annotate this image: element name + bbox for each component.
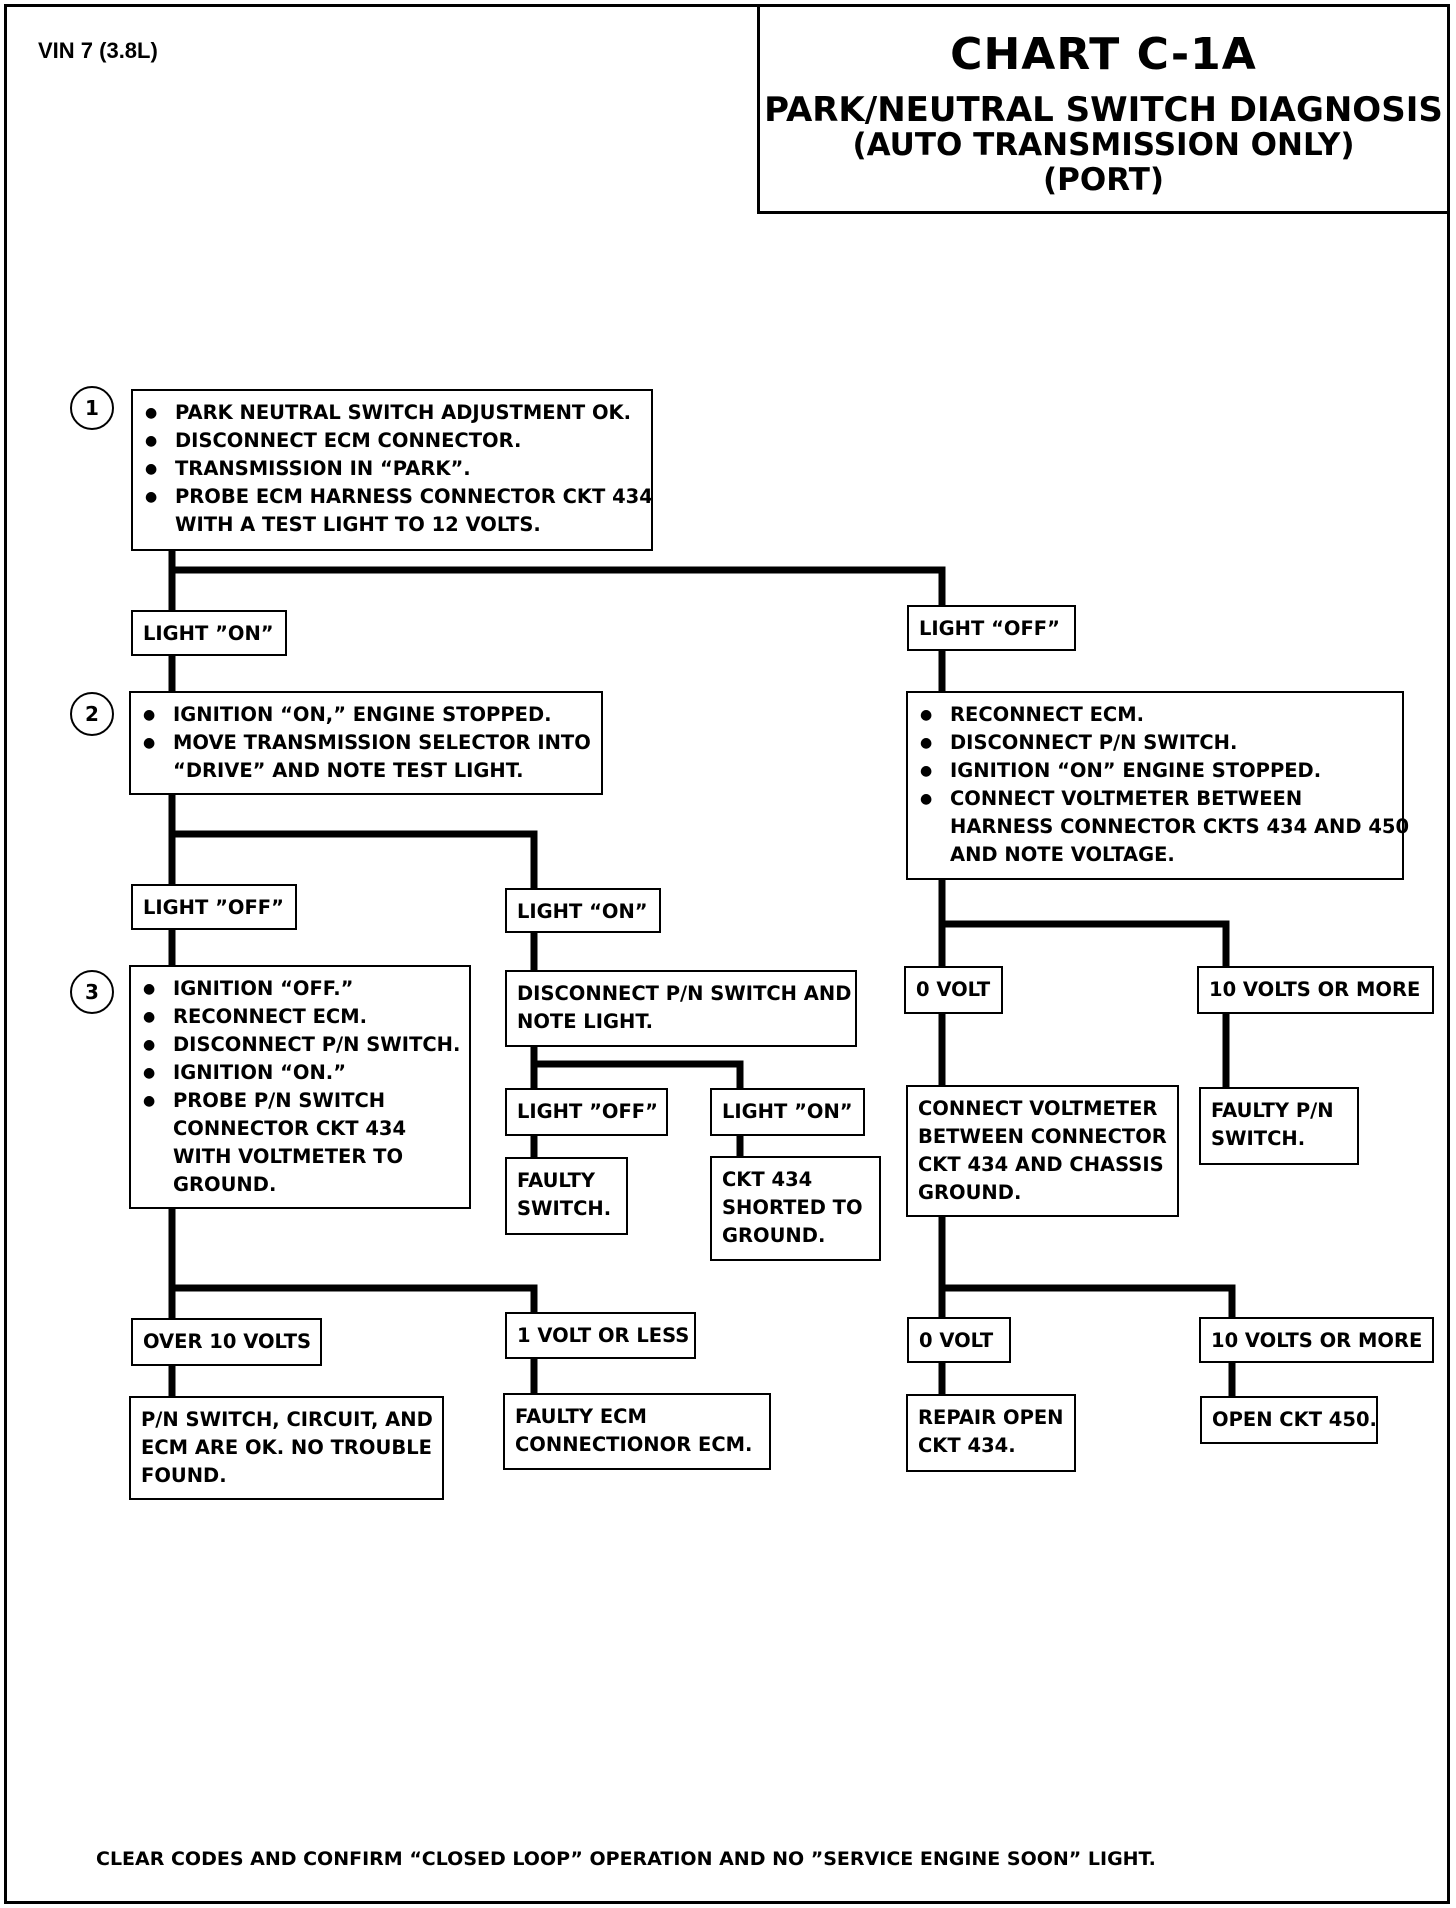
result-line: FAULTY P/N: [1211, 1099, 1334, 1122]
disconnect-pn-line: NOTE LIGHT.: [517, 1010, 654, 1033]
faulty-switch-result: FAULTY SWITCH.: [505, 1157, 628, 1235]
result-line: CONNECTIONOR ECM.: [515, 1433, 753, 1456]
result-line: SWITCH.: [1211, 1127, 1306, 1150]
result-line: GROUND.: [722, 1224, 826, 1247]
step-1-item: PARK NEUTRAL SWITCH ADJUSTMENT OK.: [143, 399, 641, 427]
light-off-label: LIGHT ”OFF”: [131, 884, 297, 930]
result-line: BETWEEN CONNECTOR: [918, 1125, 1167, 1148]
light-on-label: LIGHT ”ON”: [131, 610, 287, 656]
right-item-cont: HARNESS CONNECTOR CKTS 434 AND 450: [950, 815, 1410, 838]
right-item: DISCONNECT P/N SWITCH.: [918, 729, 1392, 757]
pn-ok-result: P/N SWITCH, CIRCUIT, AND ECM ARE OK. NO …: [129, 1396, 444, 1500]
page-frame: [4, 4, 1450, 1904]
right-item: IGNITION “ON” ENGINE STOPPED.: [918, 757, 1392, 785]
step-2-marker: 2: [70, 692, 114, 736]
faulty-ecm-result: FAULTY ECM CONNECTIONOR ECM.: [503, 1393, 771, 1470]
result-line: FAULTY ECM: [515, 1405, 647, 1428]
result-line: FAULTY: [517, 1169, 596, 1192]
chart-subtitle-3: (PORT): [1042, 162, 1165, 198]
faulty-pn-result: FAULTY P/N SWITCH.: [1199, 1087, 1359, 1165]
ten-volts-label: 10 VOLTS OR MORE: [1199, 1317, 1434, 1363]
step-2-item-cont: “DRIVE” AND NOTE TEST LIGHT.: [173, 759, 524, 782]
step-3-item: IGNITION “ON.”: [141, 1059, 459, 1087]
light-on-label: LIGHT “ON”: [505, 888, 661, 933]
result-line: SHORTED TO: [722, 1196, 863, 1219]
step-2-box: IGNITION “ON,” ENGINE STOPPED. MOVE TRAN…: [129, 691, 603, 795]
result-line: CKT 434: [722, 1168, 813, 1191]
result-line: SWITCH.: [517, 1197, 612, 1220]
light-off-label: LIGHT “OFF”: [907, 605, 1076, 651]
right-item-cont: AND NOTE VOLTAGE.: [950, 843, 1175, 866]
light-on-label: LIGHT ”ON”: [710, 1088, 865, 1136]
step-2-item: IGNITION “ON,” ENGINE STOPPED.: [141, 701, 591, 729]
right-check-box: RECONNECT ECM. DISCONNECT P/N SWITCH. IG…: [906, 691, 1410, 880]
chart-subtitle-2: (AUTO TRANSMISSION ONLY): [852, 127, 1355, 163]
result-line: OPEN CKT 450.: [1212, 1408, 1377, 1431]
one-volt-or-less-label: 1 VOLT OR LESS: [505, 1312, 696, 1359]
result-line: ECM ARE OK. NO TROUBLE: [141, 1436, 432, 1459]
step-1-item-cont: WITH A TEST LIGHT TO 12 VOLTS.: [175, 513, 541, 536]
right-item: RECONNECT ECM.: [918, 701, 1392, 729]
chart-title: CHART C-1A: [950, 29, 1257, 80]
result-line: CKT 434.: [918, 1434, 1016, 1457]
over-10-volts-label: OVER 10 VOLTS: [131, 1318, 322, 1366]
step-1-marker: 1: [70, 386, 114, 430]
step-3-item: IGNITION “OFF.”: [141, 975, 459, 1003]
disconnect-pn-box: DISCONNECT P/N SWITCH AND NOTE LIGHT.: [505, 970, 857, 1047]
right-item: CONNECT VOLTMETER BETWEEN: [918, 785, 1392, 813]
step-1-item: TRANSMISSION IN “PARK”.: [143, 455, 641, 483]
step-3-item-cont: GROUND.: [173, 1173, 277, 1196]
repair-open-result: REPAIR OPEN CKT 434.: [906, 1394, 1076, 1472]
light-off-label: LIGHT ”OFF”: [505, 1088, 668, 1136]
step-3-item: DISCONNECT P/N SWITCH.: [141, 1031, 460, 1059]
step-3-item-cont: WITH VOLTMETER TO: [173, 1145, 404, 1168]
result-line: GROUND.: [918, 1181, 1022, 1204]
disconnect-pn-line: DISCONNECT P/N SWITCH AND: [517, 982, 852, 1005]
step-1-item: DISCONNECT ECM CONNECTOR.: [143, 427, 641, 455]
step-3-marker: 3: [70, 970, 114, 1014]
step-3-item: RECONNECT ECM.: [141, 1003, 459, 1031]
title-block: CHART C-1A PARK/NEUTRAL SWITCH DIAGNOSIS…: [757, 4, 1450, 214]
result-line: CKT 434 AND CHASSIS: [918, 1153, 1164, 1176]
footer-note: CLEAR CODES AND CONFIRM “CLOSED LOOP” OP…: [96, 1848, 1156, 1870]
ckt434-shorted-result: CKT 434 SHORTED TO GROUND.: [710, 1156, 881, 1261]
step-1-box: PARK NEUTRAL SWITCH ADJUSTMENT OK. DISCO…: [131, 389, 653, 551]
result-line: REPAIR OPEN: [918, 1406, 1064, 1429]
result-line: FOUND.: [141, 1464, 227, 1487]
open-450-result: OPEN CKT 450.: [1200, 1396, 1378, 1444]
zero-volt-label: 0 VOLT: [904, 966, 1003, 1014]
vin-label: VIN 7 (3.8L): [38, 38, 158, 63]
step-3-item-cont: CONNECTOR CKT 434: [173, 1117, 407, 1140]
step-1-item: PROBE ECM HARNESS CONNECTOR CKT 434: [143, 483, 653, 511]
zero-volt-label: 0 VOLT: [907, 1317, 1011, 1363]
connect-voltmeter-box: CONNECT VOLTMETER BETWEEN CONNECTOR CKT …: [906, 1085, 1179, 1217]
chart-subtitle: PARK/NEUTRAL SWITCH DIAGNOSIS: [764, 90, 1443, 130]
result-line: P/N SWITCH, CIRCUIT, AND: [141, 1408, 433, 1431]
step-2-item: MOVE TRANSMISSION SELECTOR INTO: [141, 729, 591, 757]
step-3-item: PROBE P/N SWITCH: [141, 1087, 459, 1115]
result-line: CONNECT VOLTMETER: [918, 1097, 1158, 1120]
ten-volts-label: 10 VOLTS OR MORE: [1197, 966, 1434, 1014]
step-3-box: IGNITION “OFF.” RECONNECT ECM. DISCONNEC…: [129, 965, 471, 1209]
